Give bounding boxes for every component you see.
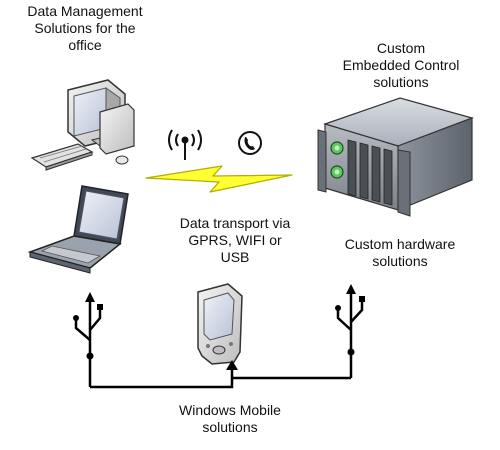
phone-icon xyxy=(238,131,262,155)
laptop-icon xyxy=(27,185,129,274)
embedded-label: Custom Embedded Control solutions xyxy=(342,40,460,90)
transport-label: Data transport via GPRS, WIFI or USB xyxy=(179,215,291,265)
usb-icon xyxy=(73,284,365,370)
usb-connections xyxy=(74,292,364,389)
antenna-icon xyxy=(168,129,202,160)
office-label: Data Management Solutions for the office xyxy=(27,3,143,53)
mobile-label: Windows Mobile solutions xyxy=(179,402,281,435)
pda-icon xyxy=(197,283,243,365)
lightning-bolt-icon xyxy=(145,165,293,193)
server-rack-icon xyxy=(317,97,474,217)
hardware-label: Custom hardware solutions xyxy=(344,236,456,269)
desktop-computer-icon xyxy=(30,79,135,171)
